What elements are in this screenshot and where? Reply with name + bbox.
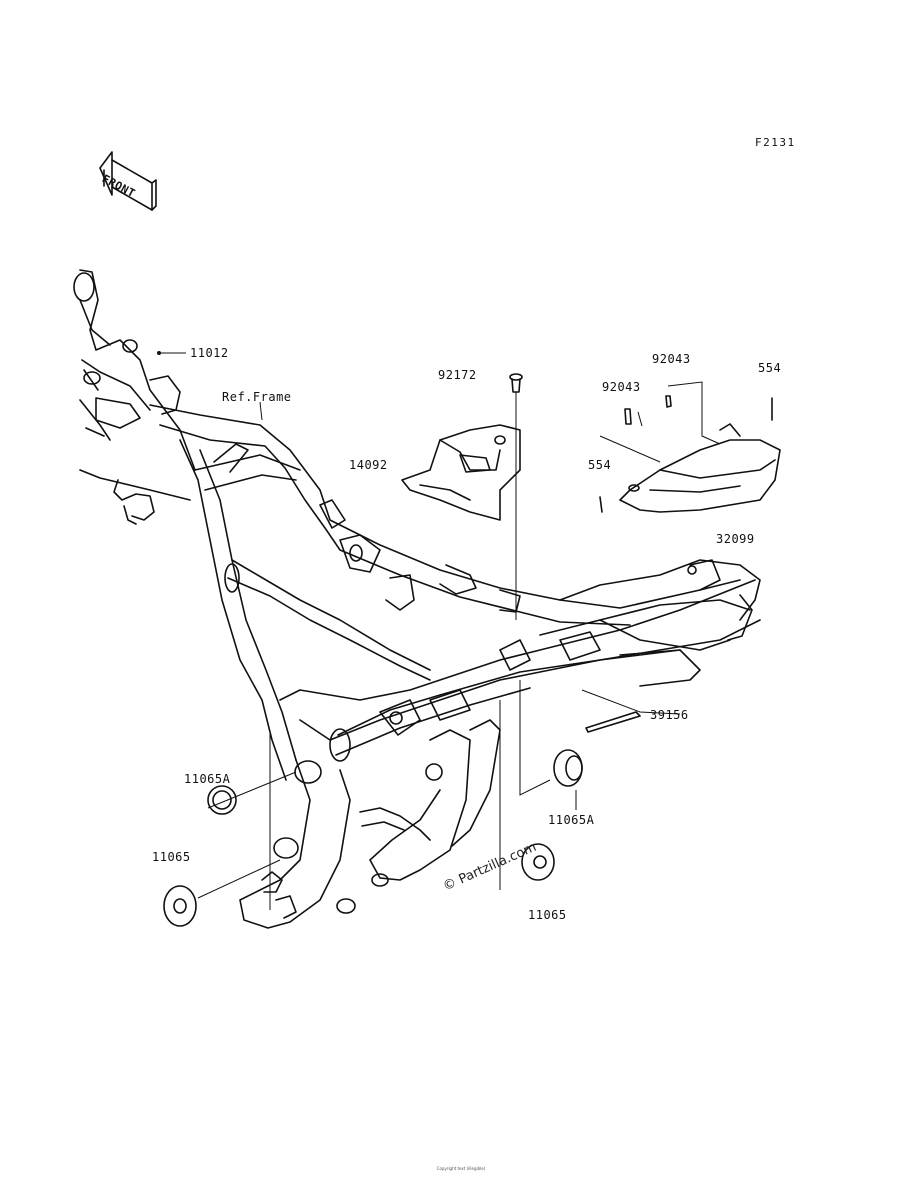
copyright-note: Copyright text (illegible) xyxy=(436,1166,486,1171)
engine-mount-plate xyxy=(239,719,501,929)
part-label-11012: 11012 xyxy=(190,346,229,360)
front-arrow-icon xyxy=(99,151,157,211)
part-label-554-right: 554 xyxy=(758,361,782,375)
rod-icon xyxy=(585,711,641,733)
ref-frame-label: Ref.Frame xyxy=(222,390,292,404)
main-frame-tube xyxy=(149,404,741,626)
battery-case xyxy=(401,424,521,521)
ring-icon xyxy=(163,843,555,927)
figure-id: F2131 xyxy=(755,136,796,149)
part-label-554-left: 554 xyxy=(588,458,612,472)
part-label-32099: 32099 xyxy=(716,532,755,546)
screw-icon xyxy=(509,373,523,393)
part-label-11065A-right: 11065A xyxy=(548,813,595,827)
part-label-11065-right: 11065 xyxy=(528,908,567,922)
swingarm-pivot xyxy=(279,579,761,762)
part-label-92043-lower: 92043 xyxy=(602,380,641,394)
part-label-14092: 14092 xyxy=(349,458,388,472)
leader-lines xyxy=(160,352,721,910)
part-label-92043-upper: 92043 xyxy=(652,352,691,366)
part-label-92172: 92172 xyxy=(438,368,477,382)
part-label-11065-left: 11065 xyxy=(152,850,191,864)
pin-icon xyxy=(599,395,773,513)
cross-member xyxy=(194,443,521,613)
head-pipe xyxy=(73,269,196,501)
cable-clip xyxy=(113,479,155,525)
rear-frame xyxy=(539,559,761,687)
part-label-39156: 39156 xyxy=(650,708,689,722)
part-label-11065A-left: 11065A xyxy=(184,772,231,786)
tool-case xyxy=(619,423,781,513)
